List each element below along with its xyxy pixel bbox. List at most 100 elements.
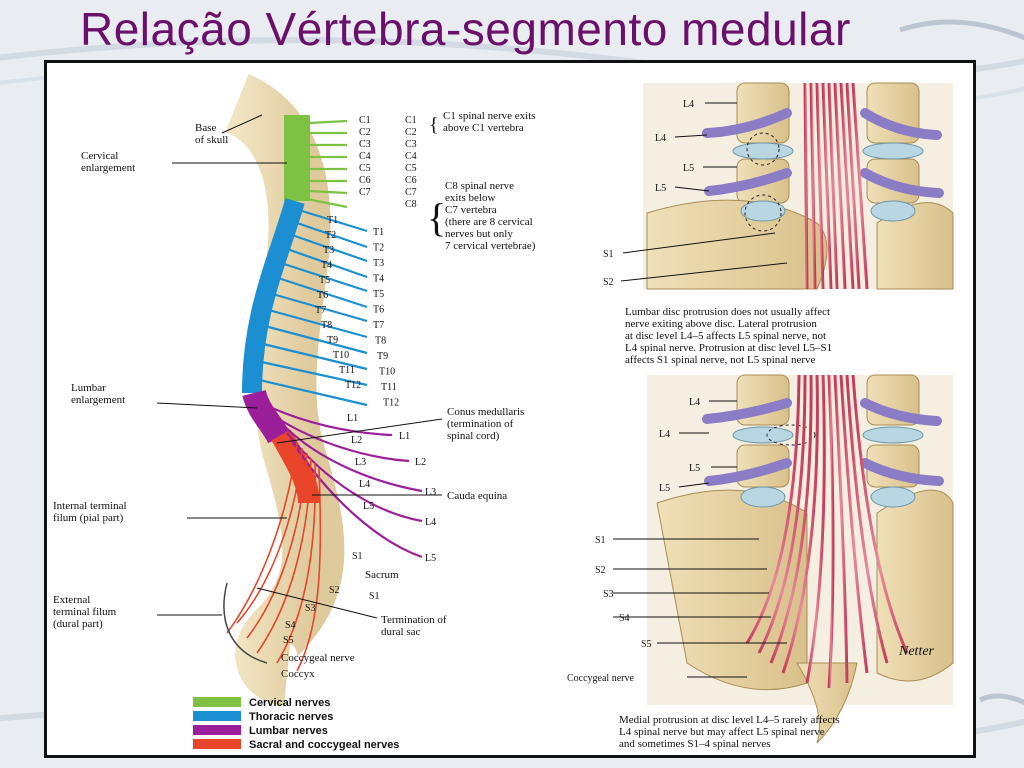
- note-c8: C8 spinal nerve exits below C7 vertebra …: [445, 180, 536, 252]
- label-conus-medullaris: Conus medullaris (termination of spinal …: [447, 406, 527, 442]
- label-lower-l4-a: L4: [689, 397, 700, 408]
- lower-cauda-equina: [745, 374, 909, 689]
- label-lower-coccygeal-nerve: Coccygeal nerve: [567, 673, 634, 684]
- vertebra-label-l1: L1: [347, 413, 358, 424]
- label-lower-s4: S4: [619, 613, 630, 624]
- protrusion-circle-l4: [746, 132, 780, 166]
- upper-right-labels: L4 L4 L5 L5 S1 S2: [603, 99, 694, 288]
- netter-signature: Netter: [898, 644, 935, 659]
- nerve-label-c4: C4: [405, 151, 417, 162]
- lower-discs: [732, 426, 924, 508]
- vertebra-label-t5: T5: [319, 275, 330, 286]
- label-upper-l4-b: L4: [655, 133, 666, 144]
- label-lumbar-enlargement: Lumbar enlargement: [71, 382, 125, 406]
- label-lower-l5-b: L5: [659, 483, 670, 494]
- nerve-label-t5: T5: [373, 289, 384, 300]
- legend-swatch: [193, 697, 241, 707]
- nerve-label-c5: C5: [405, 163, 417, 174]
- vertebra-label-s3: S3: [305, 603, 316, 614]
- cervical-nerves: [306, 119, 348, 209]
- label-upper-l5-b: L5: [655, 183, 666, 194]
- left-leader-lines: [156, 114, 443, 619]
- label-upper-l4-a: L4: [683, 99, 694, 110]
- legend-swatch: [193, 739, 241, 749]
- vertebra-label-t1: T1: [327, 215, 338, 226]
- nerve-label-l5: L5: [425, 553, 436, 564]
- vertebra-label-c4: C4: [359, 151, 371, 162]
- spinal-column-diagram: Base of skull Cervical enlargement Lumba…: [53, 74, 536, 751]
- label-lower-s5: S5: [641, 639, 652, 650]
- vertebra-label-l5: L5: [363, 501, 374, 512]
- vertebra-label-s1: S1: [352, 551, 363, 562]
- lumbar-disc-lateral-protrusion-illustration: L4 L4 L5 L5 S1 S2 Lumbar disc protrusion…: [603, 82, 954, 366]
- label-lower-s3: S3: [603, 589, 614, 600]
- legend-swatch: [193, 725, 241, 735]
- label-cervical-enlargement: Cervical enlargement: [81, 150, 135, 174]
- nerve-label-c6: C6: [405, 175, 417, 186]
- vertebra-label-t6: T6: [317, 290, 328, 301]
- nerve-label-c1: C1: [405, 115, 417, 126]
- lower-nerve-roots: [702, 398, 944, 486]
- vertebra-label-c5: C5: [359, 163, 371, 174]
- label-external-filum: External terminal filum (dural part): [53, 594, 119, 630]
- vertebra-labels: C1C2C3C4C5C6C7T1T2T3T4T5T6T7T8T9T10T11T1…: [283, 115, 374, 646]
- vertebra-label-l4: L4: [359, 479, 370, 490]
- nerve-label-t11: T11: [381, 382, 397, 393]
- nerve-label-t3: T3: [373, 258, 384, 269]
- label-internal-filum: Internal terminal filum (pial part): [53, 500, 129, 524]
- nerve-label-t9: T9: [377, 351, 388, 362]
- nerve-labels: C1C2C3C4C5C6C7C8T1T2T3T4T5T6T7T8T9T10T11…: [369, 115, 436, 602]
- vertebra-label-c2: C2: [359, 127, 371, 138]
- label-lower-l4-b: L4: [659, 429, 670, 440]
- anatomy-figure: Base of skull Cervical enlargement Lumba…: [44, 60, 976, 758]
- thoracic-nerves: [254, 209, 368, 407]
- sacral-nerves: [226, 442, 322, 672]
- upper-right-leaders: [620, 102, 788, 282]
- nerve-label-l4: L4: [425, 517, 436, 528]
- legend-label: Lumbar nerves: [249, 725, 328, 737]
- left-labels: Base of skull Cervical enlargement Lumba…: [53, 110, 536, 680]
- nerve-label-t2: T2: [373, 243, 384, 254]
- label-upper-l5-a: L5: [683, 163, 694, 174]
- vertebra-label-t9: T9: [327, 335, 338, 346]
- vertebra-label-t8: T8: [321, 320, 332, 331]
- brace-c1: {: [429, 114, 439, 136]
- label-upper-s1: S1: [603, 249, 614, 260]
- vertebra-label-t3: T3: [323, 245, 334, 256]
- vertebra-label-s2: S2: [329, 585, 340, 596]
- slide-title: Relação Vértebra-segmento medular: [80, 3, 851, 55]
- label-base-of-skull: Base of skull: [195, 122, 228, 146]
- nerve-label-t7: T7: [373, 320, 384, 331]
- legend-swatch: [193, 711, 241, 721]
- vertebra-label-c6: C6: [359, 175, 371, 186]
- nerve-label-l2: L2: [415, 457, 426, 468]
- vertebra-label-c3: C3: [359, 139, 371, 150]
- label-lower-l5-a: L5: [689, 463, 700, 474]
- thoracic-cord-segment: [242, 198, 305, 394]
- nerve-label-t10: T10: [379, 367, 395, 378]
- label-lower-s1: S1: [595, 535, 606, 546]
- terminal-filum: [223, 582, 268, 664]
- label-coccyx: Coccyx: [281, 668, 315, 680]
- label-cauda-equina: Cauda equina: [447, 490, 507, 502]
- medial-protrusion-circle: [766, 424, 816, 446]
- vertebra-label-t11: T11: [339, 365, 355, 376]
- label-termination-dural-sac: Termination of dural sac: [381, 614, 449, 638]
- lower-right-caption: Medial protrusion at disc level L4–5 rar…: [619, 714, 842, 750]
- lower-right-labels: L4 L4 L5 L5 S1 S2 S3 S4 S5 Coccygeal ner…: [567, 397, 700, 684]
- upper-nerve-roots: [702, 108, 944, 198]
- legend-label: Thoracic nerves: [249, 711, 333, 723]
- nerve-label-t4: T4: [373, 274, 384, 285]
- vertebra-label-t2: T2: [325, 230, 336, 241]
- nerve-label-t12: T12: [383, 398, 399, 409]
- nerve-label-t8: T8: [375, 336, 386, 347]
- anatomy-illustration: Base of skull Cervical enlargement Lumba…: [53, 74, 954, 751]
- protrusion-circle-l5: [744, 194, 782, 232]
- vertebra-label-s5: S5: [283, 635, 294, 646]
- nerve-label-c3: C3: [405, 139, 417, 150]
- nerve-label-c7: C7: [405, 187, 417, 198]
- label-coccygeal-nerve: Coccygeal nerve: [281, 652, 355, 664]
- nerve-label-l1: L1: [399, 431, 410, 442]
- upper-right-caption: Lumbar disc protrusion does not usually …: [625, 306, 835, 366]
